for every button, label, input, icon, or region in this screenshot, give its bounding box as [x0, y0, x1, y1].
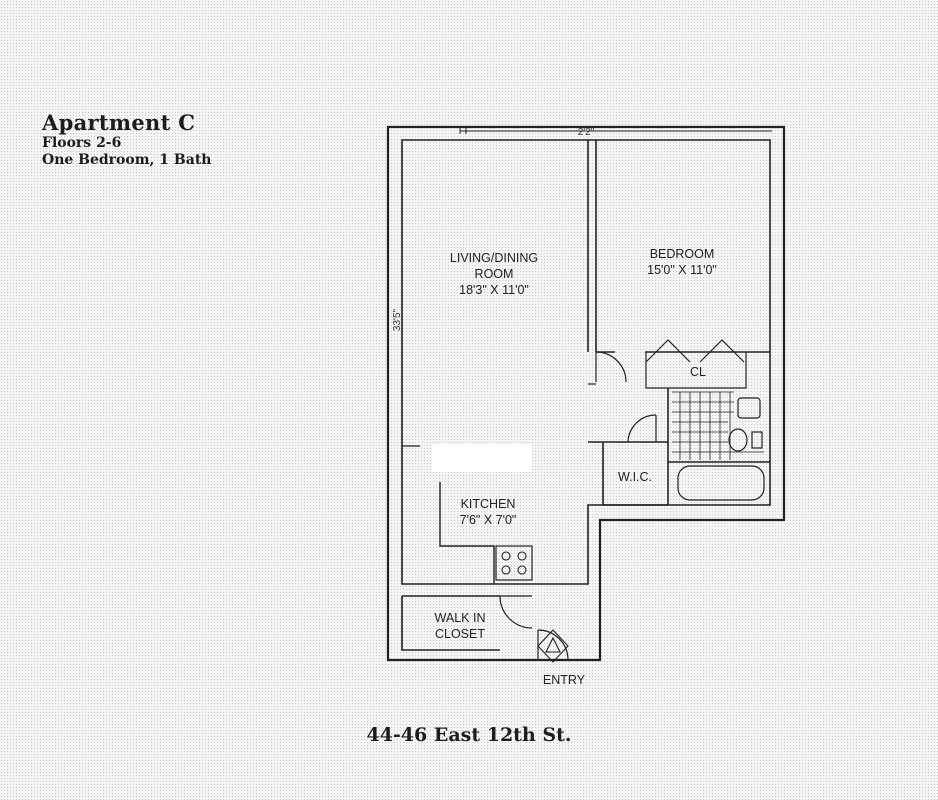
- building-address: 44-46 East 12th St.: [366, 724, 572, 746]
- bedroom-partition: [587, 140, 597, 352]
- living-room-size: 18'3" X 11'0": [459, 283, 529, 297]
- walk-in-closet-walls: [401, 595, 500, 651]
- bathroom-walls: [588, 388, 770, 505]
- window-strip: [459, 127, 772, 134]
- wic-walls: [602, 442, 668, 506]
- closet-door: [499, 595, 533, 629]
- walk-in-closet-label-2: CLOSET: [435, 627, 485, 641]
- bedroom-door: [595, 351, 627, 383]
- living-room-name-2: ROOM: [475, 267, 514, 281]
- inner-wall: [401, 139, 771, 585]
- bath-tile: [672, 391, 764, 460]
- bedroom-size: 15'0" X 11'0": [647, 263, 717, 277]
- layout-label: One Bedroom, 1 Bath: [42, 152, 212, 168]
- toilet: [728, 428, 748, 452]
- kitchen-size: 7'6" X 7'0": [460, 513, 517, 527]
- closet-doors: [645, 339, 747, 389]
- sink: [737, 397, 761, 419]
- bedroom-name: BEDROOM: [650, 247, 715, 261]
- bathtub: [677, 465, 765, 501]
- bathroom-door: [627, 414, 657, 443]
- entry-label: ENTRY: [543, 673, 586, 687]
- entry-marker: [537, 629, 569, 663]
- closet-label: CL: [690, 365, 706, 379]
- kitchen-name: KITCHEN: [461, 497, 516, 511]
- window-dimension: 2'2": [578, 127, 595, 138]
- walk-in-closet-label: WALK IN: [435, 611, 486, 625]
- kitchen-counter: [439, 482, 495, 584]
- plan-header: Apartment C Floors 2-6 One Bedroom, 1 Ba…: [42, 110, 211, 169]
- floors-label: Floors 2-6: [42, 135, 122, 151]
- apartment-title: Apartment C: [42, 110, 196, 135]
- living-room-name: LIVING/DINING: [450, 251, 538, 265]
- stove: [495, 545, 533, 581]
- entry-door: [537, 629, 569, 661]
- outer-wall: [386, 125, 786, 662]
- wic-label: W.I.C.: [618, 470, 652, 484]
- depth-dimension: 33'5": [392, 308, 403, 331]
